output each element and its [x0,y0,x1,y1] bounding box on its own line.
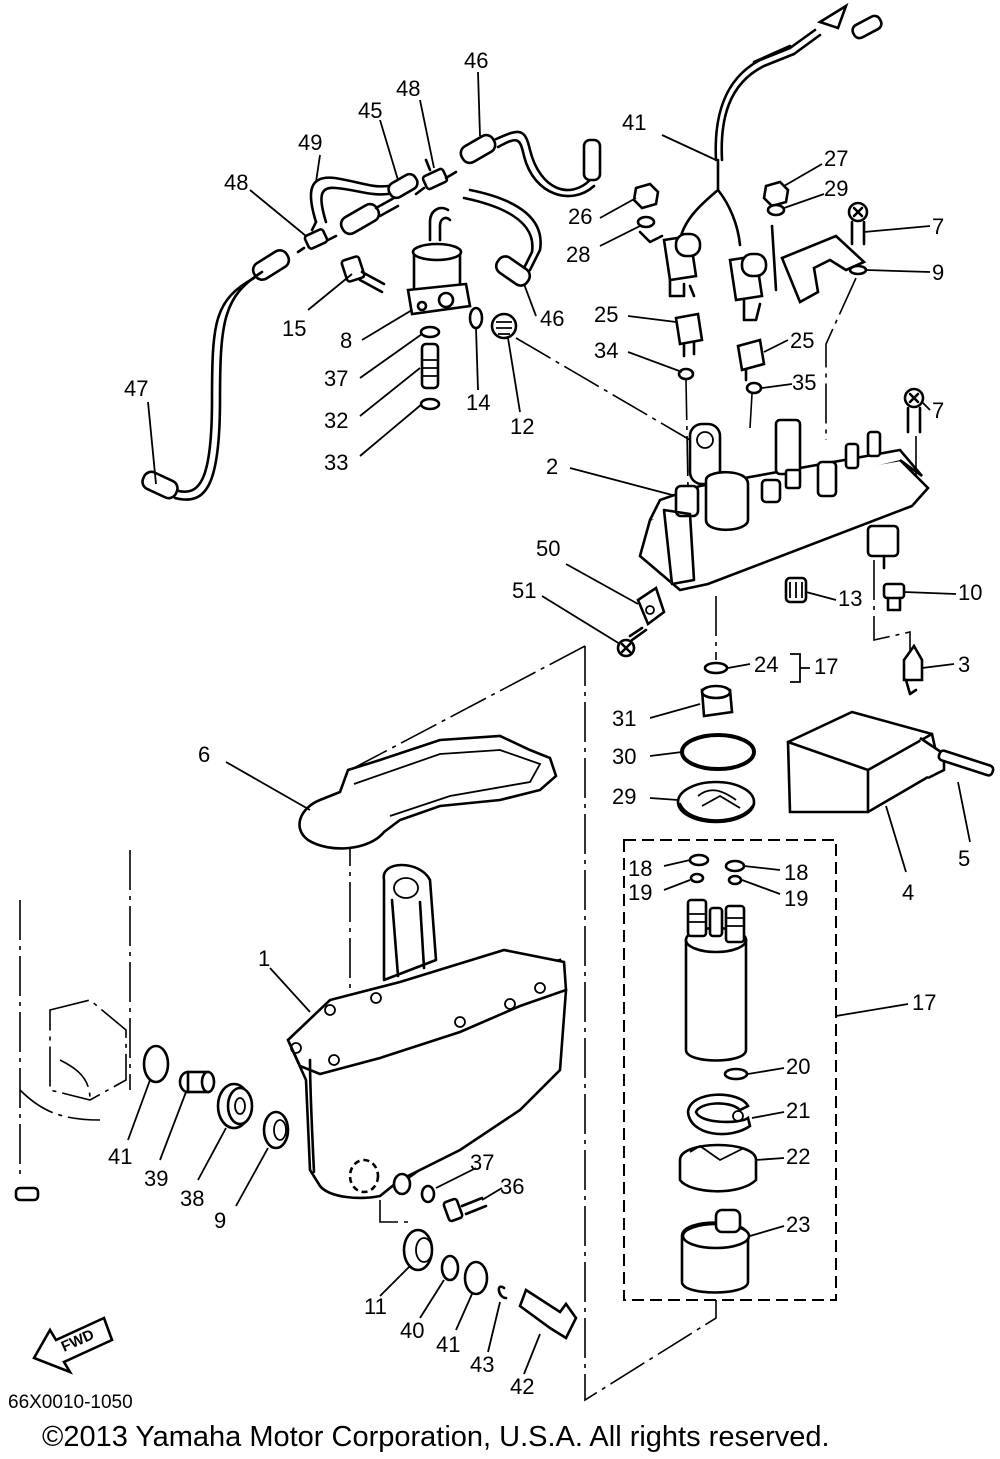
electronic-control-box [786,710,995,814]
callout-7-upper: 7 [932,214,944,239]
callout-49: 49 [298,130,322,155]
callout-41-right: 41 [436,1332,460,1357]
callout-10: 9 [214,1208,226,1233]
callout-25-left: 25 [594,302,618,327]
callout-29: 29 [824,176,848,201]
forward-direction-arrow: FWD [32,1316,114,1375]
callout-37-upper: 37 [324,366,348,391]
callout-4: 4 [902,880,914,905]
callout-42: 42 [510,1374,534,1399]
callout-5: 5 [958,846,970,871]
callout-17-upper: 17 [814,654,838,679]
callout-33: 32 [324,408,348,433]
callout-30: 29 [612,784,636,809]
callout-40: 40 [400,1318,424,1343]
copyright-notice: ©2013 Yamaha Motor Corporation, U.S.A. A… [42,1421,830,1453]
callout-32: 31 [612,706,636,731]
callout-18-left: 18 [628,856,652,881]
callout-35-right: 35 [792,370,816,395]
hose-and-wire-assembly [141,2,883,501]
vapor-separator-cover [616,418,930,696]
callout-27: 27 [824,146,848,171]
engine-block-outline [14,850,131,1202]
callout-21: 21 [786,1098,810,1123]
callout-8: 8 [340,328,352,353]
callout-51: 51 [512,578,536,603]
callout-11: 10 [958,580,982,605]
callout-2: 2 [546,454,558,479]
callout-37-lower: 37 [470,1150,494,1175]
separator-housing [286,863,568,1200]
callout-17-lower: 17 [912,990,936,1015]
callout-19-right: 19 [784,886,808,911]
callout-34: 33 [324,450,348,475]
callout-39: 39 [144,1166,168,1191]
callout-45: 45 [358,98,382,123]
callout-23: 23 [786,1212,810,1237]
drawing-code: 66X0010-1050 [8,1392,133,1413]
callout-9: 9 [932,260,944,285]
callout-12: 11 [364,1294,387,1319]
callout-25-right: 25 [790,328,814,353]
callout-1: 1 [258,946,270,971]
gasket [298,734,558,850]
leader-lines [127,71,971,1375]
callout-13: 12 [510,414,534,439]
fuel-pressure-regulator [340,206,518,411]
callout-19-left: 19 [628,880,652,905]
callout-6: 6 [198,742,210,767]
callout-24: 24 [754,652,778,677]
callout-47: 47 [124,376,148,401]
callout-48-upper: 48 [396,76,420,101]
callout-48-lower: 48 [224,170,248,195]
callout-7-lower: 7 [932,398,944,423]
callout-43: 43 [470,1352,494,1377]
callout-15: 14 [466,390,490,415]
callout-41-left: 41 [108,1144,132,1169]
callout-20: 20 [786,1054,810,1079]
callout-3: 3 [958,652,970,677]
callout-35-left: 34 [594,338,618,363]
callout-16: 15 [282,316,306,341]
callout-labels: 41 46 48 45 49 48 47 15 8 37 32 33 14 12… [108,48,982,1399]
callout-26: 26 [568,204,592,229]
callout-38: 38 [180,1186,204,1211]
callout-50: 50 [536,536,560,561]
callout-44: 41 [622,110,646,135]
mounting-hardware [142,1044,578,1340]
callout-14: 13 [838,586,862,611]
fuel-pump-assembly [623,661,837,1301]
callout-46-lower: 46 [540,306,564,331]
callout-22: 22 [786,1144,810,1169]
callout-28: 28 [566,242,590,267]
electrical-sensors [632,180,925,434]
callout-46-upper: 46 [464,48,488,73]
callout-18-right: 18 [784,860,808,885]
callout-36: 36 [500,1174,524,1199]
callout-31: 30 [612,744,636,769]
